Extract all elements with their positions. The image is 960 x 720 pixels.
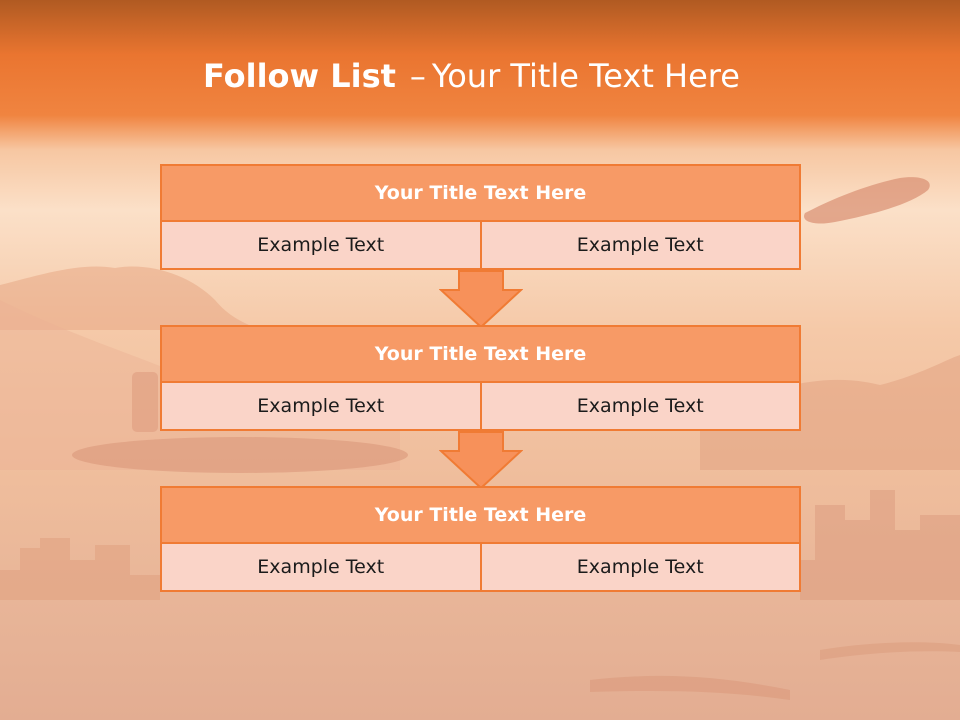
block-title: Your Title Text Here <box>160 325 801 383</box>
block-title: Your Title Text Here <box>160 164 801 222</box>
title-bold: Follow List <box>203 57 396 95</box>
follow-block-1: Your Title Text Here Example Text Exampl… <box>160 164 801 270</box>
follow-block-2: Your Title Text Here Example Text Exampl… <box>160 325 801 431</box>
saucer <box>72 437 408 473</box>
follow-block-3: Your Title Text Here Example Text Exampl… <box>160 486 801 592</box>
mountain-left <box>0 266 260 330</box>
ground-streak <box>590 675 790 700</box>
example-cell-left: Example Text <box>160 381 482 431</box>
example-cell-right: Example Text <box>479 381 801 431</box>
tower <box>132 372 158 432</box>
ground-streak-2 <box>820 642 960 660</box>
title-dash: – <box>409 57 426 95</box>
block-title: Your Title Text Here <box>160 486 801 544</box>
skyline-right <box>800 490 960 600</box>
example-cell-left: Example Text <box>160 220 482 270</box>
spaceship <box>804 177 930 224</box>
example-cell-right: Example Text <box>479 542 801 592</box>
slide-title: Follow List–Your Title Text Here <box>0 55 943 97</box>
block-row: Example Text Example Text <box>160 220 801 270</box>
down-arrow-icon <box>439 431 523 489</box>
mountain-right <box>700 355 960 470</box>
block-row: Example Text Example Text <box>160 542 801 592</box>
example-cell-left: Example Text <box>160 542 482 592</box>
example-cell-right: Example Text <box>479 220 801 270</box>
down-arrow-icon <box>439 270 523 328</box>
block-row: Example Text Example Text <box>160 381 801 431</box>
skyline <box>0 538 160 600</box>
title-rest: Your Title Text Here <box>431 57 740 95</box>
